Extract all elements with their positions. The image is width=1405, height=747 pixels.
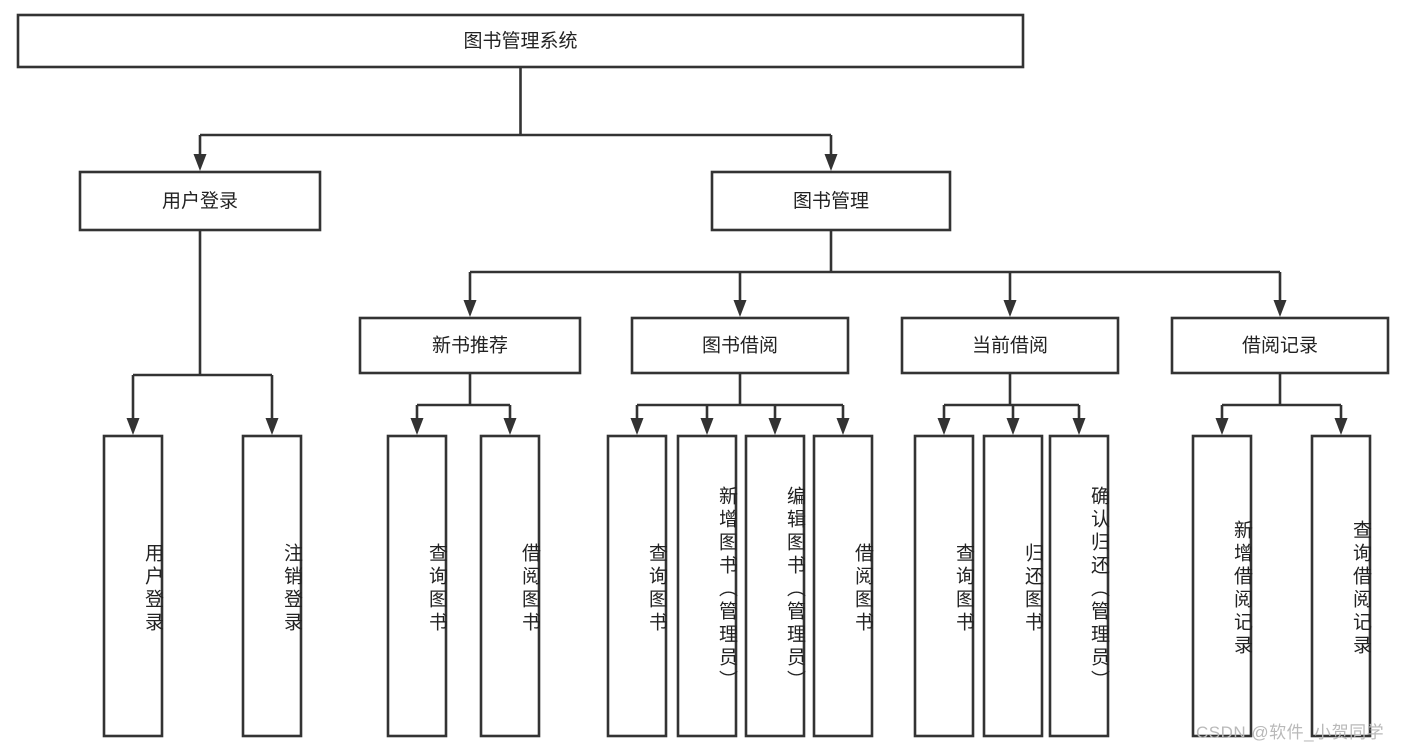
arrow-head-icon	[1334, 418, 1348, 435]
arrow-head-icon	[503, 418, 517, 435]
node-label-user-login: 用户登录	[162, 190, 238, 212]
node-box-leaf-user-logout[interactable]	[241, 434, 303, 738]
arrow-head-icon	[193, 154, 207, 171]
node-box-new-book-recommend[interactable]	[358, 316, 582, 375]
node-box-leaf-confirm-return[interactable]	[1048, 434, 1110, 738]
node-label-new-book-recommend: 新书推荐	[432, 335, 508, 357]
node-box-leaf-borrow-book-2[interactable]	[812, 434, 874, 738]
node-box-leaf-add-record[interactable]	[1191, 434, 1253, 738]
node-box-root[interactable]	[16, 13, 1025, 69]
arrow-head-icon	[1003, 300, 1017, 317]
arrow-head-icon	[1006, 418, 1020, 435]
arrow-head-icon	[768, 418, 782, 435]
node-box-borrow-record[interactable]	[1170, 316, 1390, 375]
csdn-watermark: CSDN @软件_小贺同学	[1196, 723, 1385, 742]
node-box-leaf-query-book-2[interactable]	[606, 434, 668, 738]
node-label-book-management: 图书管理	[793, 190, 869, 212]
arrow-head-icon	[265, 418, 279, 435]
arrow-head-icon	[126, 418, 140, 435]
node-box-book-management[interactable]	[710, 170, 952, 232]
arrow-head-icon	[1273, 300, 1287, 317]
arrow-head-icon	[1072, 418, 1086, 435]
arrow-head-icon	[463, 300, 477, 317]
node-box-leaf-borrow-book-1[interactable]	[479, 434, 541, 738]
node-box-leaf-return-book[interactable]	[982, 434, 1044, 738]
node-label-root: 图书管理系统	[463, 30, 577, 52]
node-box-leaf-add-book[interactable]	[676, 434, 738, 738]
arrow-head-icon	[937, 418, 951, 435]
node-label-current-borrow: 当前借阅	[972, 335, 1048, 357]
arrow-head-icon	[1215, 418, 1229, 435]
arrow-head-icon	[836, 418, 850, 435]
arrow-head-icon	[700, 418, 714, 435]
node-box-leaf-query-record[interactable]	[1310, 434, 1372, 738]
node-box-current-borrow[interactable]	[900, 316, 1120, 375]
node-label-book-borrow: 图书借阅	[702, 335, 778, 357]
arrow-head-icon	[733, 300, 747, 317]
node-box-user-login[interactable]	[78, 170, 322, 232]
connector-edges	[126, 67, 1348, 435]
node-box-leaf-query-book-1[interactable]	[386, 434, 448, 738]
node-box-leaf-edit-book[interactable]	[744, 434, 806, 738]
node-boxes	[16, 13, 1390, 738]
node-box-leaf-user-login[interactable]	[102, 434, 164, 738]
arrow-head-icon	[410, 418, 424, 435]
node-box-leaf-query-book-3[interactable]	[913, 434, 975, 738]
arrow-head-icon	[824, 154, 838, 171]
arrow-head-icon	[630, 418, 644, 435]
node-label-borrow-record: 借阅记录	[1242, 335, 1318, 357]
node-box-book-borrow[interactable]	[630, 316, 850, 375]
